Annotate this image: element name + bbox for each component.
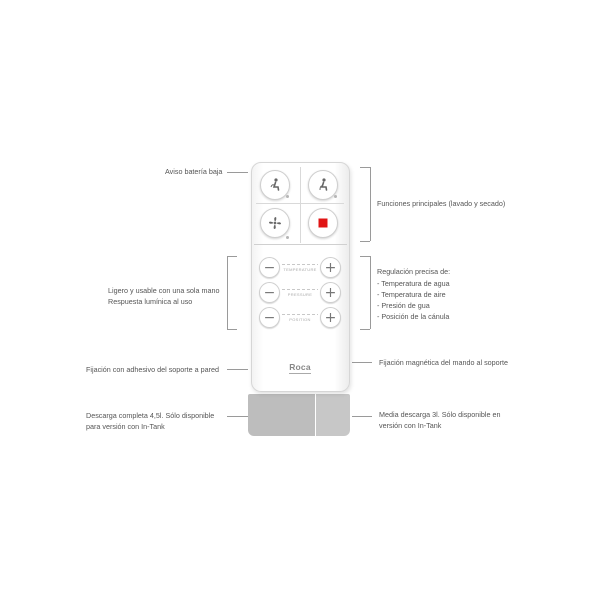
leader-line [227,369,248,370]
pressure-minus-button[interactable]: − [259,282,280,303]
precise-title-label: Regulación precisa de: [377,267,451,276]
rear-wash-icon [270,178,280,191]
full-flush-label-2: para versión con In-Tank [86,422,165,431]
pressure-plus-button[interactable]: + [320,282,341,303]
magnetic-fix-label: Fijación magnética del mando al soporte [379,358,509,367]
indicator-led [334,195,337,198]
brand-underline [289,373,311,374]
leader-line [352,362,372,363]
battery-led [286,195,289,198]
bracket-bottom [227,329,237,330]
bracket-top [360,167,370,168]
divider [254,244,347,245]
low-battery-label: Aviso batería baja [165,167,223,176]
full-flush-button[interactable] [248,394,315,436]
position-plus-button[interactable]: + [320,307,341,328]
full-flush-label: Descarga completa 4,5l. Sólo disponible [86,411,215,420]
wall-fix-label: Fijación con adhesivo del soporte a pare… [86,365,220,374]
bracket-vertical [227,256,228,329]
divider [300,167,301,243]
stop-icon [318,218,328,228]
stop-button[interactable] [308,208,338,238]
temperature-row-label: TEMPERATURE [283,267,317,272]
brand-logo: Roca [289,362,311,372]
main-functions-label: Funciones principales (lavado y secado) [377,199,506,208]
light-one-hand-label: Ligero y usable con una sola mano [108,286,220,295]
precise-item: - Posición de la cánula [377,312,450,321]
level-dashes [282,314,318,315]
bracket-top [227,256,237,257]
bracket-vertical [370,256,371,329]
dry-button[interactable] [260,208,290,238]
rear-wash-button[interactable] [260,170,290,200]
precise-item: - Presión de gua [377,301,430,310]
position-row-label: POSITION [289,317,311,322]
fan-icon [269,217,281,229]
precise-item: - Temperatura de aire [377,290,446,299]
half-flush-label: Media descarga 3l. Sólo disponible en [379,410,501,419]
bracket-top [360,256,370,257]
precise-item: - Temperatura de agua [377,279,450,288]
indicator-led [286,236,289,239]
lady-wash-button[interactable] [308,170,338,200]
bracket-vertical [370,167,371,241]
temperature-minus-button[interactable]: − [259,257,280,278]
position-minus-button[interactable]: − [259,307,280,328]
divider [256,203,344,204]
bracket-bottom [360,241,370,242]
pressure-row-label: PRESSURE [287,292,313,297]
leader-line [227,172,248,173]
level-dashes [282,289,318,290]
bracket-bottom [360,329,370,330]
leader-line [352,416,372,417]
half-flush-button[interactable] [316,394,350,436]
lady-wash-icon [319,178,328,191]
level-dashes [282,264,318,265]
temperature-plus-button[interactable]: + [320,257,341,278]
leader-line [227,416,248,417]
light-response-label: Respuesta lumínica al uso [108,297,193,306]
half-flush-label-2: versión con In-Tank [379,421,442,430]
